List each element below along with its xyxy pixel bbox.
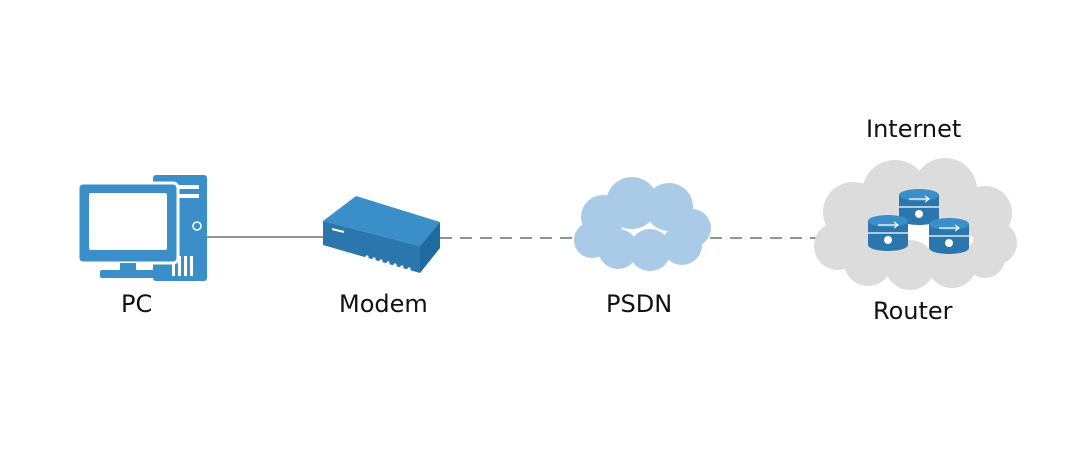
desktop-computer-icon (76, 175, 207, 281)
modem-icon (323, 196, 440, 273)
psdn-cloud-icon (574, 177, 711, 271)
router-label: Router (873, 297, 953, 325)
router-icon (868, 189, 969, 254)
pc-label: PC (121, 290, 153, 318)
router-stack-right (929, 218, 969, 254)
internet-label: Internet (866, 115, 962, 143)
psdn-label: PSDN (606, 290, 673, 318)
router-stack-left (868, 215, 908, 251)
router-stack-top (899, 189, 939, 225)
modem-label: Modem (339, 290, 428, 318)
